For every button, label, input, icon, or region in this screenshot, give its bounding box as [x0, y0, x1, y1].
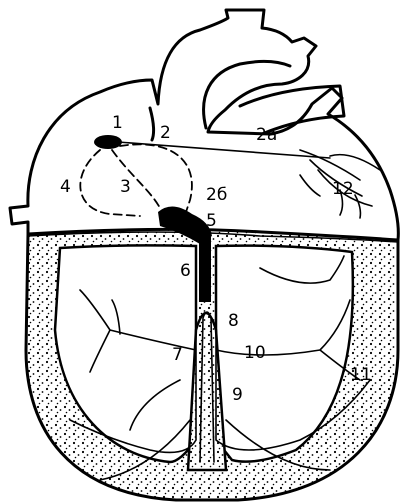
label-6: 6: [180, 261, 191, 281]
internodal-pathway-4: [80, 150, 140, 216]
label-5: 5: [206, 211, 217, 231]
bundle-of-his: [199, 236, 211, 302]
label-9: 9: [232, 385, 243, 405]
label-1: 1: [112, 113, 123, 133]
label-8: 8: [228, 311, 239, 331]
label-2a: 2a: [256, 125, 277, 145]
label-2b: 2б: [206, 185, 227, 205]
label-3: 3: [120, 177, 131, 197]
label-12: 12: [332, 179, 354, 199]
label-11: 11: [350, 365, 372, 385]
superior-vena-cava: [150, 108, 154, 140]
label-10: 10: [244, 343, 266, 363]
label-2: 2: [160, 123, 171, 143]
label-4: 4: [60, 177, 71, 197]
label-7: 7: [172, 345, 183, 365]
